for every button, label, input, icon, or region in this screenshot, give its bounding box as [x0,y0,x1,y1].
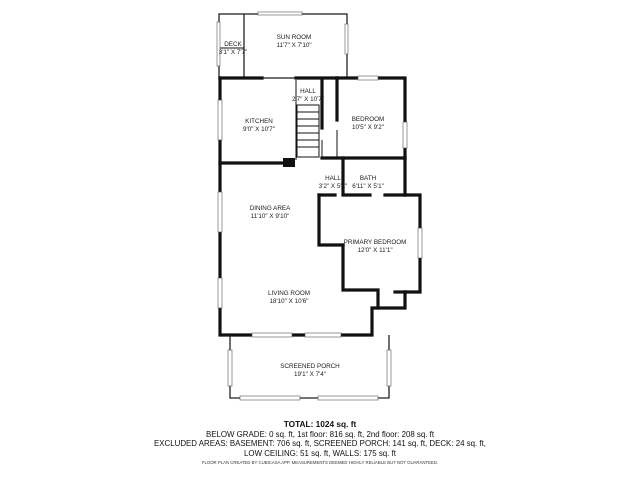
svg-text:HALL: HALL [325,175,341,182]
windows [217,75,423,338]
total-area: TOTAL: 1024 sq. ft [283,419,357,429]
svg-text:HALL: HALL [300,88,316,95]
room-label-primary-bedroom: PRIMARY BEDROOM 12'0" X 11'1" [344,239,407,254]
room-label-living-room: LIVING ROOM 18'10" X 10'6" [268,290,310,305]
interior-walls [218,76,407,310]
svg-text:11'7" X 7'10": 11'7" X 7'10" [276,42,311,49]
room-label-kitchen: KITCHEN 9'0" X 10'7" [243,118,275,133]
svg-text:11'10" X 9'10": 11'10" X 9'10" [251,213,290,220]
svg-text:BEDROOM: BEDROOM [352,116,385,123]
stairs [296,104,320,158]
below-grade-line: BELOW GRADE: 0 sq. ft, 1st floor: 816 sq… [205,429,435,439]
room-label-bedroom: BEDROOM 10'5" X 9'2" [352,116,385,131]
svg-text:9'0" X 10'7": 9'0" X 10'7" [243,126,275,133]
area-summary: TOTAL: 1024 sq. ft BELOW GRADE: 0 sq. ft… [0,419,640,466]
svg-text:10'5" X 9'2": 10'5" X 9'2" [352,124,384,131]
svg-text:BATH: BATH [360,175,377,182]
excluded-areas-line: EXCLUDED AREAS: BASEMENT: 706 sq. ft, SC… [154,439,486,449]
svg-text:SUN ROOM: SUN ROOM [277,34,312,41]
room-label-screened-porch: SCREENED PORCH 19'1" X 7'4" [280,363,340,378]
svg-text:KITCHEN: KITCHEN [245,118,273,125]
screened-porch-walls [227,335,392,401]
svg-text:DECK: DECK [224,41,242,48]
svg-text:PRIMARY BEDROOM: PRIMARY BEDROOM [344,239,407,246]
svg-text:LIVING ROOM: LIVING ROOM [268,290,310,297]
room-label-sun-room: SUN ROOM 11'7" X 7'10" [276,34,311,49]
svg-text:DINING AREA: DINING AREA [250,205,291,212]
sun-room-walls [216,11,349,79]
low-ceiling-line: LOW CEILING: 51 sq. ft, WALLS: 175 sq. f… [244,448,396,458]
svg-text:18'10" X 10'6": 18'10" X 10'6" [269,298,308,305]
svg-text:3'1" X 7'7": 3'1" X 7'7" [219,49,248,56]
svg-text:SCREENED PORCH: SCREENED PORCH [280,363,340,370]
svg-text:6'11" X 5'1": 6'11" X 5'1" [352,183,384,190]
room-label-hall-upper: HALL 2'7" X 10'7" [292,88,324,103]
disclaimer: FLOOR PLAN CREATED BY CUBICASA APP. MEAS… [201,460,439,466]
svg-text:3'2" X 5'1": 3'2" X 5'1" [319,183,348,190]
room-label-bath: BATH 6'11" X 5'1" [352,175,384,190]
room-label-hall-lower: HALL 3'2" X 5'1" [319,175,348,190]
svg-text:2'7" X 10'7": 2'7" X 10'7" [292,96,324,103]
svg-text:12'0" X 11'1": 12'0" X 11'1" [357,247,392,254]
svg-text:19'1" X 7'4": 19'1" X 7'4" [294,371,326,378]
room-label-dining-area: DINING AREA 11'10" X 9'10" [250,205,291,220]
room-label-deck: DECK 3'1" X 7'7" [219,41,248,56]
